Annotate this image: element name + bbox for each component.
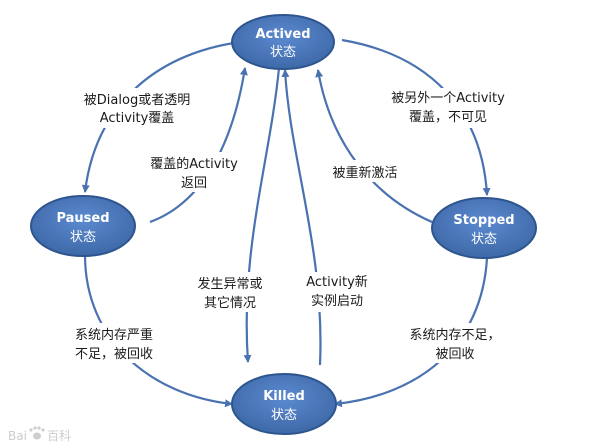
label-actived-to-paused-line1: 被Dialog或者透明 <box>84 93 190 108</box>
label-paused-to-actived-line2: 返回 <box>181 176 207 191</box>
label-actived-to-killed-line2: 其它情况 <box>204 295 256 311</box>
label-paused-to-killed-line1: 系统内存严重 <box>75 327 153 343</box>
label-stopped-to-actived-line1: 被重新激活 <box>332 165 397 181</box>
label-paused-to-actived-line1: 覆盖的Activity <box>150 156 238 172</box>
node-killed: Killed 状态 <box>231 373 337 435</box>
node-paused-title: Paused <box>56 211 109 226</box>
node-killed-title: Killed <box>263 389 305 404</box>
label-paused-to-actived: 覆盖的Activity 返回 <box>150 156 238 191</box>
paw-icon <box>29 426 45 440</box>
watermark: Bai 百科 <box>8 426 71 443</box>
label-killed-to-actived-line1: Activity新 <box>306 274 368 290</box>
label-stopped-to-killed: 系统内存不足， 被回收 <box>409 327 500 362</box>
node-stopped: Stopped 状态 <box>431 197 537 259</box>
node-paused-subtitle: 状态 <box>70 230 96 245</box>
label-paused-to-killed-line2: 不足，被回收 <box>75 347 153 362</box>
node-actived-title: Actived <box>255 27 310 42</box>
label-actived-to-paused-line2: Activity覆盖 <box>100 111 175 126</box>
label-actived-to-killed-line1: 发生异常或 <box>197 276 262 292</box>
label-killed-to-actived: Activity新 实例启动 <box>306 274 368 309</box>
watermark-text: Bai <box>8 429 27 443</box>
label-actived-to-stopped-line1: 被另外一个Activity <box>391 91 505 106</box>
node-paused: Paused 状态 <box>30 195 136 257</box>
edge-actived-to-killed <box>243 67 281 363</box>
edge-killed-to-actived <box>281 69 322 366</box>
label-paused-to-killed: 系统内存严重 不足，被回收 <box>75 327 153 362</box>
label-actived-to-stopped: 被另外一个Activity 覆盖，不可见 <box>391 91 505 125</box>
node-actived: Actived 状态 <box>231 14 335 70</box>
node-killed-subtitle: 状态 <box>271 408 297 423</box>
label-stopped-to-killed-line1: 系统内存不足， <box>409 327 500 343</box>
node-stopped-subtitle: 状态 <box>471 232 497 247</box>
node-actived-subtitle: 状态 <box>270 45 296 60</box>
watermark-text2: 百科 <box>47 429 71 443</box>
label-actived-to-killed: 发生异常或 其它情况 <box>197 276 262 311</box>
label-stopped-to-killed-line2: 被回收 <box>435 347 474 362</box>
label-actived-to-paused: 被Dialog或者透明 Activity覆盖 <box>84 93 190 126</box>
label-actived-to-stopped-line2: 覆盖，不可见 <box>409 110 487 125</box>
label-stopped-to-actived: 被重新激活 <box>332 165 397 181</box>
label-killed-to-actived-line2: 实例启动 <box>311 294 363 309</box>
node-stopped-title: Stopped <box>453 213 514 228</box>
